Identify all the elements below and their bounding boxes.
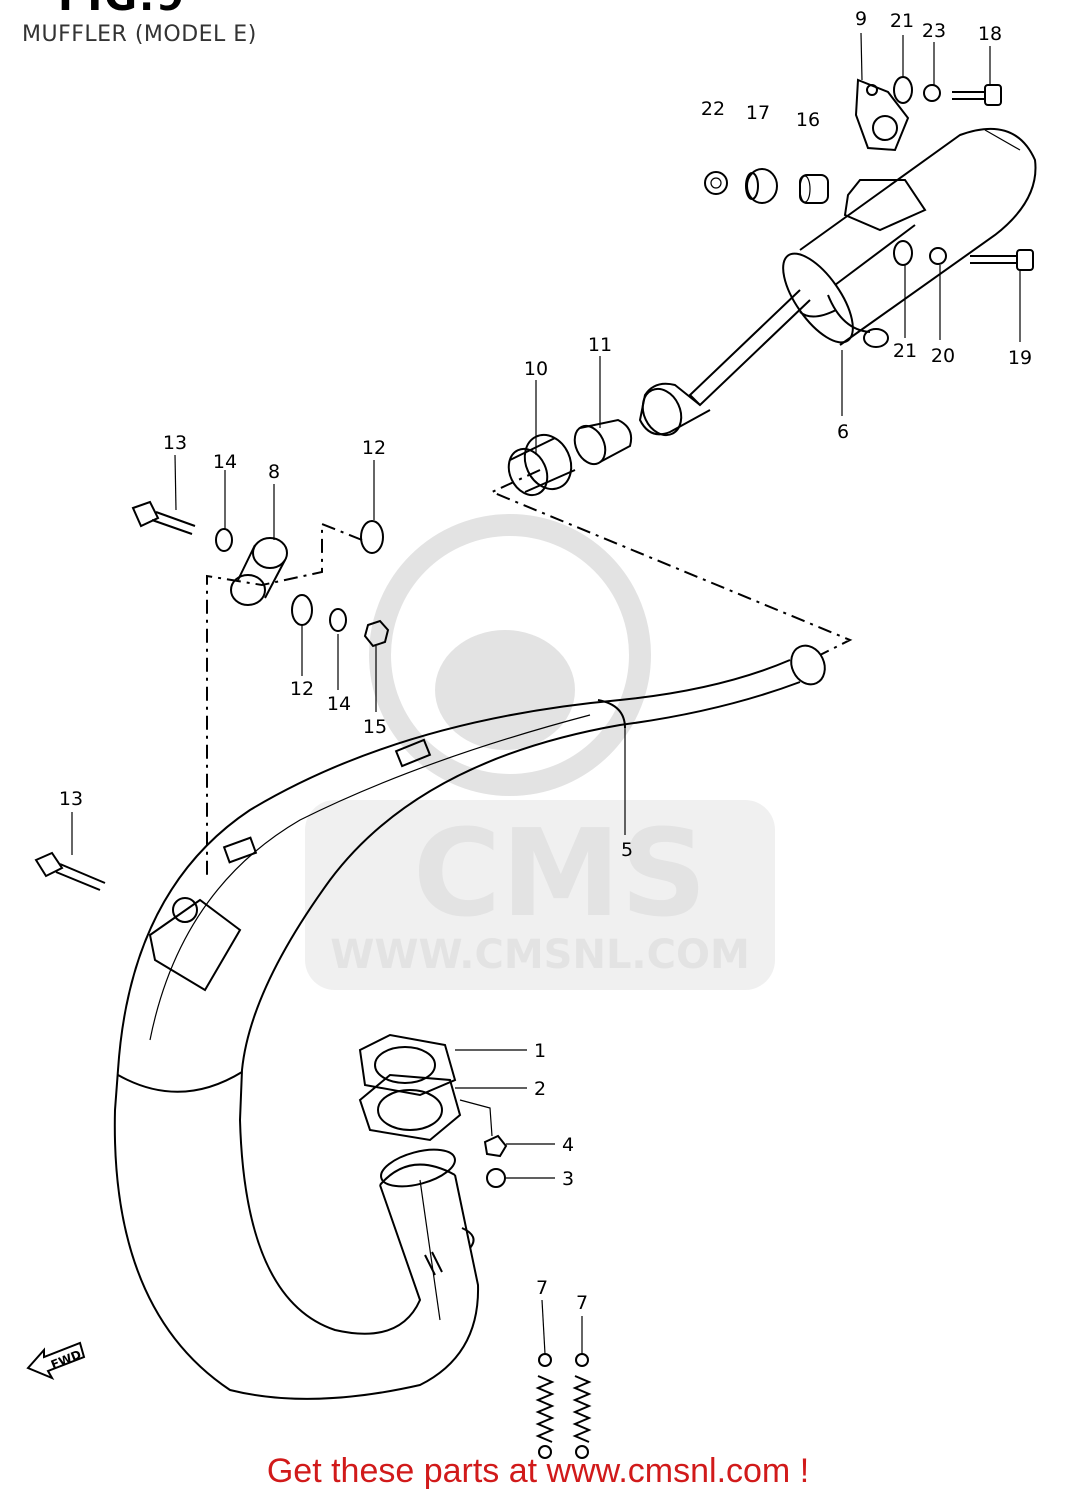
callout-12-right: 12 [362, 437, 386, 459]
fwd-label: FWD [49, 1347, 83, 1372]
bracket-part-9 [854, 78, 910, 152]
callout-22: 22 [701, 98, 725, 120]
callout-labels: 9 21 23 18 22 17 16 21 20 19 6 10 11 13 … [59, 8, 1032, 1314]
seal-part-10 [507, 433, 576, 497]
nut-part-23 [923, 84, 941, 102]
flange-part-2 [358, 1073, 462, 1142]
lockwasher-part-14-lower [329, 608, 347, 632]
bolt-part-18 [952, 84, 1002, 106]
callout-12-lower: 12 [290, 678, 314, 700]
spring-part-7-right [572, 1353, 592, 1459]
callout-15: 15 [363, 716, 387, 738]
callout-7-left: 7 [536, 1277, 548, 1299]
collar-part-16 [799, 174, 829, 204]
callout-6: 6 [837, 421, 849, 443]
nut-part-15 [363, 619, 390, 648]
leader-lines [71, 32, 1021, 1355]
callout-21-bottom: 21 [893, 340, 917, 362]
callout-23: 23 [922, 20, 946, 42]
nut-part-20 [929, 247, 947, 265]
washer-part-12-lower [291, 594, 313, 626]
callout-20: 20 [931, 345, 955, 367]
watermark-mascot-head [369, 514, 651, 796]
assembly-line-bracket [206, 522, 363, 880]
figure-subtitle: MUFFLER (MODEL E) [22, 22, 257, 47]
watermark-brand: CMS [413, 805, 707, 944]
watermark-url: WWW.CMSNL.COM [330, 932, 750, 978]
figure-title: FIG.9 [58, 0, 186, 20]
sleeve-part-11 [573, 418, 633, 466]
callout-9: 9 [855, 8, 867, 30]
callout-14-upper: 14 [213, 451, 237, 473]
gasket-part-1 [358, 1033, 457, 1097]
bolt-part-13-lower [34, 851, 106, 891]
washer-part-21-bottom [893, 240, 913, 266]
callout-10: 10 [524, 358, 548, 380]
parts-link-banner: Get these parts at www.cmsnl.com ! [0, 1452, 1076, 1491]
callout-4: 4 [562, 1134, 574, 1156]
callout-2: 2 [534, 1078, 546, 1100]
callout-13-lower: 13 [59, 788, 83, 810]
callout-18: 18 [978, 23, 1002, 45]
watermark-logo-box [305, 800, 775, 990]
callout-5: 5 [621, 839, 633, 861]
washer-part-21-top [893, 76, 913, 104]
silencer-mount-tab [843, 179, 927, 232]
spring-part-7-left [535, 1353, 555, 1459]
nut-part-22 [704, 171, 728, 195]
silencer-inlet-pipe [638, 382, 711, 437]
bolt-part-3 [486, 1168, 506, 1188]
callout-19: 19 [1008, 347, 1032, 369]
assembly-line-silencer [489, 469, 853, 656]
callout-16: 16 [796, 109, 820, 131]
watermark: CMS WWW.CMSNL.COM [305, 514, 775, 990]
exhaust-chamber-pipe [113, 644, 826, 1400]
fwd-direction-arrow: FWD [26, 1341, 86, 1381]
damper-part-8 [230, 537, 288, 606]
callout-1: 1 [534, 1040, 546, 1062]
parts-link[interactable]: Get these parts at www.cmsnl.com ! [266, 1452, 810, 1490]
bolt-part-19 [970, 249, 1034, 271]
callout-8: 8 [268, 461, 280, 483]
callout-7-right: 7 [576, 1292, 588, 1314]
grommet-part-17 [745, 168, 778, 204]
lockwasher-part-14-upper [215, 528, 233, 552]
nut-part-4 [483, 1134, 508, 1158]
callout-14-lower: 14 [327, 693, 351, 715]
washer-part-12-right [360, 520, 384, 554]
bolt-part-13-upper [131, 500, 196, 535]
silencer [688, 127, 1037, 407]
watermark-mascot-face [435, 630, 575, 750]
callout-3: 3 [562, 1168, 574, 1190]
callout-13-upper: 13 [163, 432, 187, 454]
callout-11: 11 [588, 334, 612, 356]
callout-21-top: 21 [890, 10, 914, 32]
callout-17: 17 [746, 102, 770, 124]
